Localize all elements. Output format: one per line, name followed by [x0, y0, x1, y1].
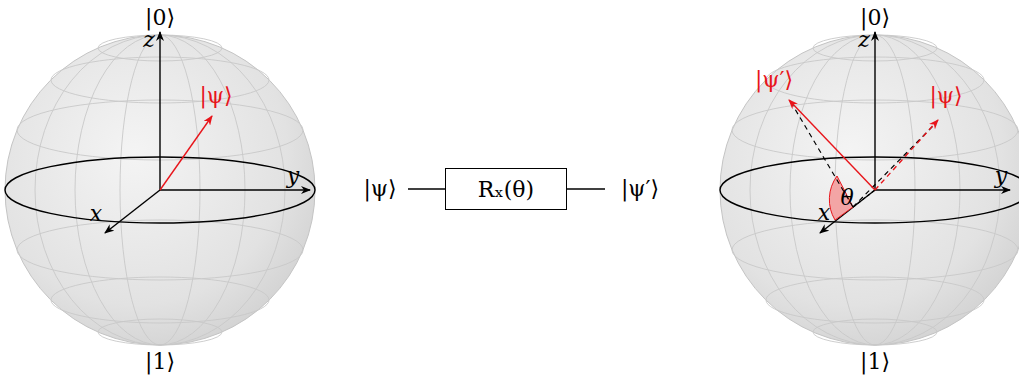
ket-label: |1⟩ — [145, 351, 175, 373]
gate-box: Rₓ(θ) — [445, 168, 567, 210]
gate-label: Rₓ(θ) — [478, 177, 534, 202]
ket-label: |1⟩ — [860, 351, 890, 373]
circuit-output: |ψ′⟩ — [621, 178, 659, 200]
axis-label: y — [995, 165, 1007, 187]
state-label: |ψ′⟩ — [755, 69, 793, 91]
circuit-input: |ψ⟩ — [363, 178, 396, 200]
state-label: |ψ⟩ — [199, 85, 232, 107]
ket-label: |0⟩ — [145, 7, 175, 29]
angle-label: θ — [840, 187, 853, 209]
axis-label: z — [858, 29, 870, 51]
axis-label: y — [287, 165, 299, 187]
axis-label: x — [818, 202, 830, 224]
axis-label: x — [90, 203, 102, 225]
axis-label: z — [143, 29, 155, 51]
ket-label: |0⟩ — [860, 7, 890, 29]
state-label: |ψ⟩ — [929, 85, 962, 107]
